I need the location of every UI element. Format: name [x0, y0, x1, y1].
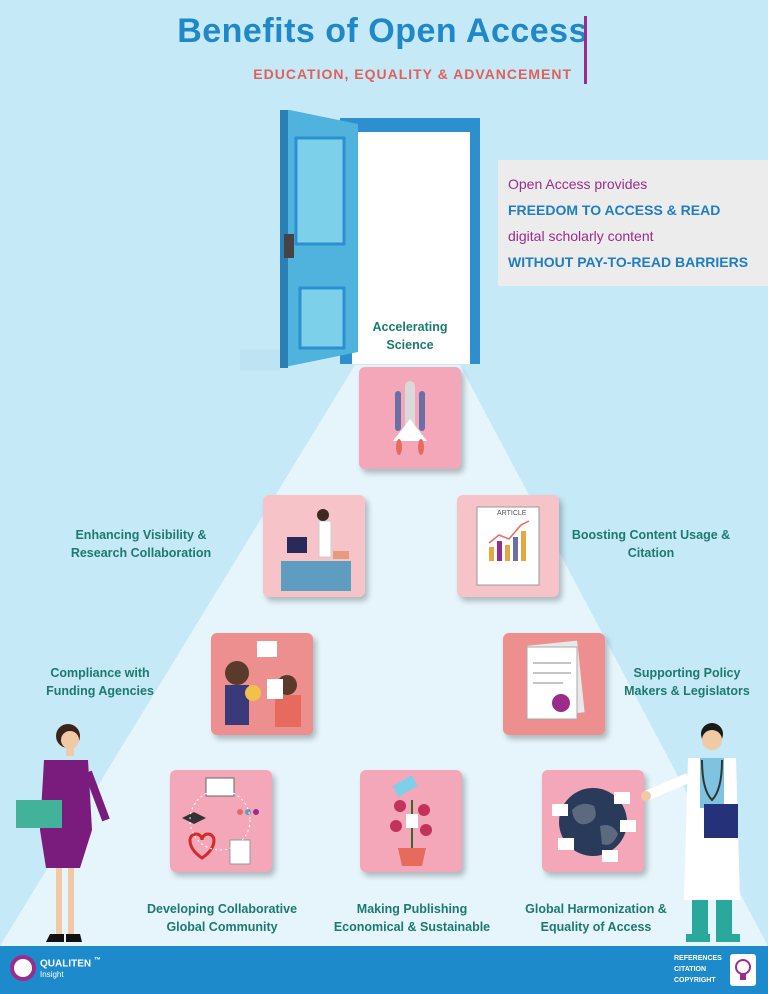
woman-with-folder-illustration [16, 724, 110, 942]
tile-collaborative-community [170, 770, 272, 872]
brand-name: QUALITEN ™ [40, 957, 101, 969]
globe-icon [552, 788, 636, 862]
footer-ref-citation: CITATION [674, 966, 707, 973]
info-line-2: FREEDOM TO ACCESS & READ [508, 202, 721, 218]
brand-tm: ™ [93, 957, 101, 964]
footer-ref-references: REFERENCES [674, 955, 722, 962]
tile-accelerating-science [359, 367, 461, 469]
article-chart-icon: ARTICLE [476, 506, 540, 586]
footer-ref-copyright: COPYRIGHT [674, 977, 716, 984]
label-global-harmonization: Global Harmonization & Equality of Acces… [525, 902, 667, 934]
title-divider [584, 16, 587, 84]
lightbulb-icon [730, 954, 756, 986]
label-boosting-usage: Boosting Content Usage & Citation [571, 528, 731, 560]
label-supporting-policy: Supporting Policy Makers & Legislators [624, 666, 750, 698]
scientist-lab-icon [281, 509, 351, 591]
page-subtitle: EDUCATION, EQUALITY & ADVANCEMENT [253, 66, 572, 82]
label-making-publishing: Making Publishing Economical & Sustainab… [333, 902, 491, 934]
info-line-4: WITHOUT PAY-TO-READ BARRIERS [508, 254, 749, 270]
funding-handshake-icon [225, 641, 301, 727]
qualiten-logo-icon [10, 955, 36, 981]
label-collaborative-community: Developing Collaborative Global Communit… [146, 902, 298, 934]
tile-supporting-policy [503, 633, 605, 735]
doctor-illustration [641, 723, 740, 942]
open-door-illustration [240, 110, 480, 370]
plant-growth-icon [390, 775, 432, 866]
open-access-info-box: Open Access provides FREEDOM TO ACCESS &… [498, 160, 768, 286]
tile-global-harmonization [542, 770, 644, 872]
page-title: Benefits of Open Access [177, 12, 588, 50]
article-label: ARTICLE [497, 510, 527, 517]
label-enhancing-visibility: Enhancing Visibility & Research Collabor… [70, 528, 212, 560]
brand-sub: Insight [40, 970, 64, 979]
policy-document-icon [526, 640, 585, 720]
tile-making-publishing [360, 770, 462, 872]
tile-enhancing-visibility [263, 495, 365, 597]
community-network-icon [182, 777, 259, 865]
label-accelerating-science: Accelerating Science [372, 320, 448, 352]
info-line-3: digital scholarly content [508, 228, 654, 244]
tile-boosting-usage: ARTICLE [457, 495, 559, 597]
label-compliance: Compliance with Funding Agencies [46, 666, 154, 698]
brand-name-text: QUALITEN [40, 958, 92, 970]
tile-compliance [211, 633, 313, 735]
footer-bar [0, 946, 768, 994]
rocket-icon [393, 381, 427, 455]
info-line-1: Open Access provides [508, 176, 648, 192]
